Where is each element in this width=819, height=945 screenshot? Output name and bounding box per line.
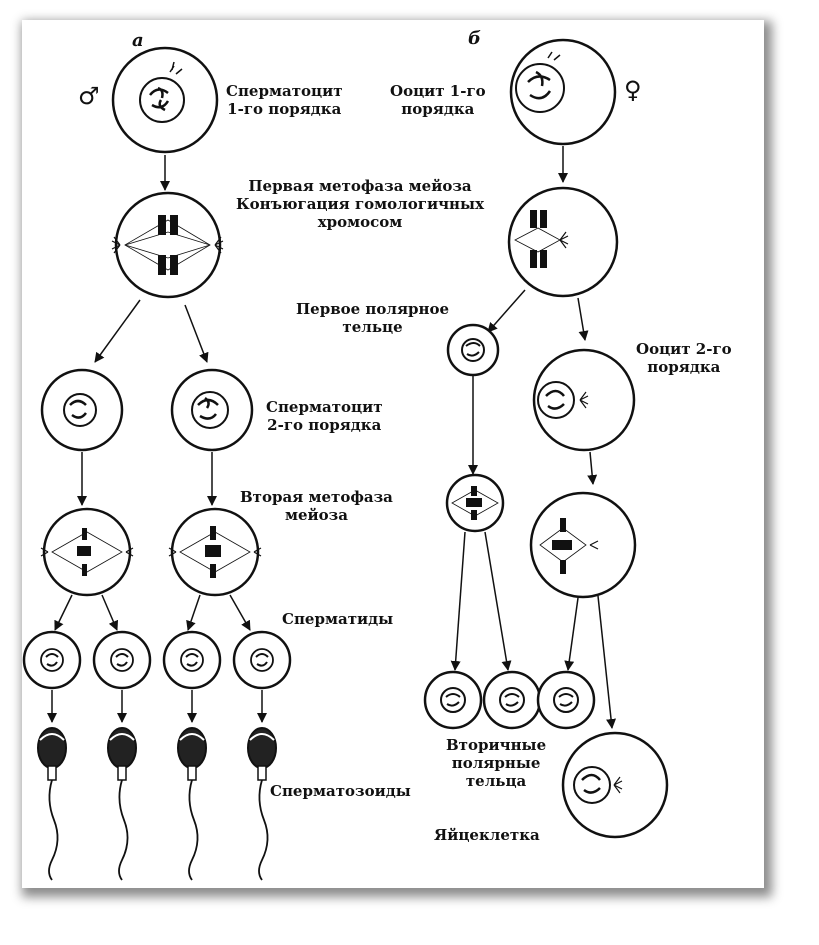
secondary-polar-body-2 [482,670,542,730]
polar-body-metaphase-2 [445,473,505,533]
spermatocyte-2-cell-right [170,368,254,452]
panel-a-header: а [132,30,144,51]
secondary-polar-body-3 [536,670,596,730]
male-symbol-icon: ♂ [78,82,100,110]
spermatozoon-2 [107,727,137,881]
spermatozoon-1 [37,727,67,881]
oocyte-1-cell [509,38,617,146]
spermatid-3 [162,630,222,690]
spermatid-2 [92,630,152,690]
spermatid-4 [232,630,292,690]
label-spermatids: Сперматиды [282,610,394,628]
spermatocyte-1-cell [111,46,219,154]
spermatozoon-3 [177,727,207,881]
label-egg: Яйцеклетка [434,826,540,844]
label-spermatozoa: Сперматозоиды [270,782,411,800]
spermatozoon-4 [247,727,277,881]
metaphase-1-male-cell [111,191,224,299]
panel-b-header: б [468,28,481,49]
metaphase-2-male-cell-left [40,507,134,597]
egg-cell [561,731,669,839]
female-symbol-icon: ♀ [624,76,642,104]
first-polar-body [446,323,500,377]
secondary-polar-body-1 [423,670,483,730]
metaphase-1-female-cell [507,186,619,298]
spermatocyte-2-cell-left [40,368,124,452]
spermatid-1 [22,630,82,690]
metaphase-2-male-cell-right [168,507,262,597]
oocyte-2-cell [532,348,636,452]
metaphase-2-female-cell [529,491,637,599]
